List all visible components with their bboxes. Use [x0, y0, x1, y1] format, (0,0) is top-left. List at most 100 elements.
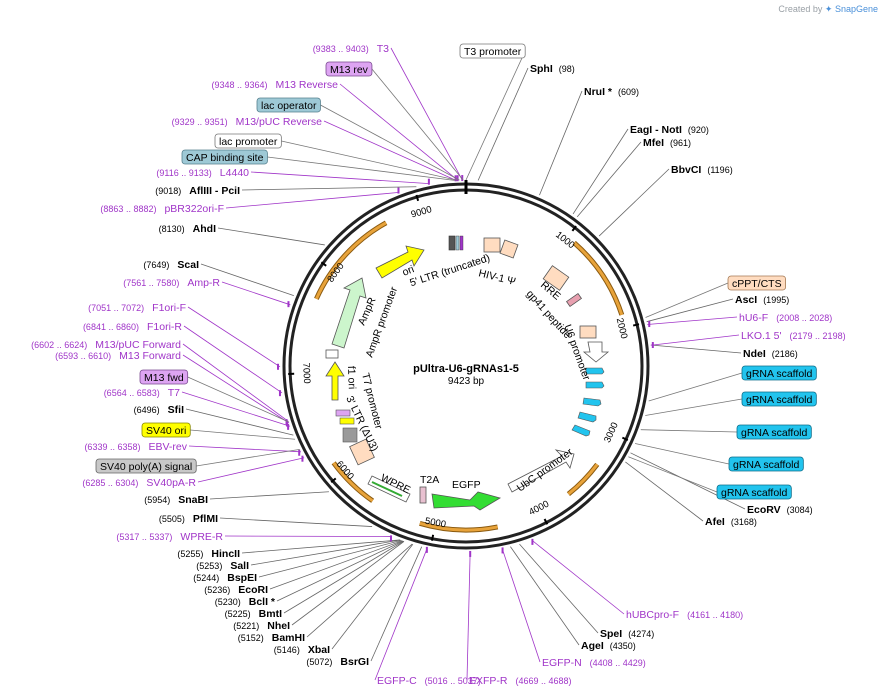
arc-ubc-region[interactable] — [567, 463, 599, 496]
site-label-afliii-pcii[interactable]: AflIII - PciI(9018) — [155, 185, 240, 197]
sv40-polya-box[interactable] — [342, 427, 358, 443]
primer-label-hubcpro-f[interactable]: hUBCpro-F(4161 .. 4180) — [626, 609, 743, 621]
f1-ori-arrow[interactable] — [325, 361, 345, 401]
sv40-ori-box[interactable] — [339, 417, 355, 425]
site-label-ndei[interactable]: NdeI(2186) — [743, 348, 798, 360]
rre-box[interactable] — [542, 265, 570, 291]
feature-box-cppt-cts[interactable]: cPPT/CTS — [727, 275, 786, 291]
site-label-xbai[interactable]: XbaI(5146) — [274, 644, 330, 656]
hiv1-psi-box-1[interactable] — [483, 237, 501, 253]
site-label-ahdi[interactable]: AhdI(8130) — [159, 223, 216, 235]
primer-mark — [469, 550, 472, 557]
grna-scaffold-1-arrow[interactable] — [585, 367, 605, 375]
feature-box-grna-scaffold[interactable]: gRNA scaffold — [741, 365, 817, 381]
site-label-sfii[interactable]: SfiI(6496) — [134, 404, 184, 416]
ampr-promoter-box[interactable] — [325, 349, 339, 359]
cppt-cts-box[interactable] — [579, 325, 597, 339]
arc-wpre-region[interactable] — [332, 461, 374, 503]
feature-box-sv40-ori[interactable]: SV40 ori — [141, 422, 191, 438]
5-ltr-truncated-box[interactable] — [448, 235, 456, 251]
3-ltr-box[interactable] — [349, 438, 375, 466]
ampr-arrow[interactable] — [331, 277, 367, 349]
feature-box-t3-promoter[interactable]: T3 promoter — [459, 43, 526, 59]
arc-cppt-region[interactable] — [573, 241, 624, 316]
feature-box-lac-promoter[interactable]: lac promoter — [214, 133, 282, 149]
site-label-snabi[interactable]: SnaBI(5954) — [144, 494, 208, 506]
site-label-scai[interactable]: ScaI(7649) — [143, 259, 199, 271]
u6-promoter-arrow[interactable] — [582, 341, 610, 363]
feature-box-sv40-poly-a-signal[interactable]: SV40 poly(A) signal — [95, 458, 197, 474]
primer-label-m13-puc-reverse[interactable]: M13/pUC Reverse(9329 .. 9351) — [172, 116, 323, 128]
site-label-asci[interactable]: AscI(1995) — [735, 294, 789, 306]
site-label-bcli[interactable]: BclI *(5230) — [215, 596, 276, 608]
primer-label-exfp-r[interactable]: EXFP-R(4669 .. 4688) — [469, 675, 572, 687]
site-label-nhei[interactable]: NheI(5221) — [233, 620, 290, 632]
site-label-bsrgi[interactable]: BsrGI(5072) — [306, 656, 369, 668]
primer-label-ebv-rev[interactable]: EBV-rev(6339 .. 6358) — [84, 441, 187, 453]
feature-box-cap-binding-site[interactable]: CAP binding site — [181, 149, 268, 165]
primer-label-egfp-c[interactable]: EGFP-C(5016 .. 5037) — [377, 675, 481, 687]
site-label-ecori[interactable]: EcoRI(5236) — [204, 584, 268, 596]
primer-label-m13-forward[interactable]: M13 Forward(6593 .. 6610) — [55, 350, 181, 362]
tick-mark — [330, 477, 337, 484]
site-label-bamhi[interactable]: BamHI(5152) — [238, 632, 305, 644]
primer-label-egfp-n[interactable]: EGFP-N(4408 .. 4429) — [542, 657, 646, 669]
site-label-spei[interactable]: SpeI(4274) — [600, 628, 654, 640]
site-label-mfei[interactable]: MfeI(961) — [643, 137, 691, 149]
grna-scaffold-4-arrow[interactable] — [577, 411, 597, 423]
feature-label-ori: ori — [401, 263, 416, 278]
feature-box-m13-fwd[interactable]: M13 fwd — [139, 369, 189, 385]
t2a-box[interactable] — [419, 486, 427, 504]
site-label-pflmi[interactable]: PflMI(5505) — [159, 513, 218, 525]
site-name: MfeI — [643, 137, 664, 149]
primer-label-m13-puc-forward[interactable]: M13/pUC Forward(6602 .. 6624) — [31, 339, 181, 351]
primer-label-amp-r[interactable]: Amp-R(7561 .. 7580) — [123, 277, 220, 289]
primer-label-t3[interactable]: T3(9383 .. 9403) — [313, 43, 389, 55]
primer-label-pbr322ori-f[interactable]: pBR322ori-F(8863 .. 8882) — [100, 203, 224, 215]
site-label-eagi-noti[interactable]: EagI - NotI(920) — [630, 124, 709, 136]
site-label-bmti[interactable]: BmtI(5225) — [225, 608, 282, 620]
ubc-promoter-arrow[interactable] — [507, 449, 575, 493]
site-leader-line — [519, 543, 599, 634]
primer-label-lko-1-5[interactable]: LKO.1 5'(2179 .. 2198) — [741, 330, 846, 342]
feature-box-grna-scaffold[interactable]: gRNA scaffold — [728, 456, 804, 472]
feature-box-lac-operator[interactable]: lac operator — [256, 97, 321, 113]
ori-arrow[interactable] — [375, 245, 425, 279]
feature-box-grna-scaffold[interactable]: gRNA scaffold — [741, 391, 817, 407]
arc-ori-region[interactable] — [315, 221, 387, 300]
grna-scaffold-2-arrow[interactable] — [585, 381, 605, 389]
hiv1-psi-box-2[interactable] — [499, 239, 519, 259]
primer-label-m13-reverse[interactable]: M13 Reverse(9348 .. 9364) — [212, 79, 339, 91]
site-label-sali[interactable]: SalI(5253) — [196, 560, 249, 572]
primer-label-t7[interactable]: T7(6564 .. 6583) — [104, 387, 180, 399]
grna-scaffold-5-arrow[interactable] — [571, 424, 591, 437]
primer-label-f1ori-f[interactable]: F1ori-F(7051 .. 7072) — [88, 302, 186, 314]
primer-label-hu6-f[interactable]: hU6-F(2008 .. 2028) — [739, 312, 832, 324]
site-label-agei[interactable]: AgeI(4350) — [581, 640, 636, 652]
t7-promoter-box[interactable] — [335, 409, 351, 417]
site-label-sphi[interactable]: SphI(98) — [530, 63, 575, 75]
feature-box-m13-rev[interactable]: M13 rev — [325, 61, 373, 77]
primer-label-sv40pa-r[interactable]: SV40pA-R(6285 .. 6304) — [82, 477, 196, 489]
site-label-hincii[interactable]: HincII(5255) — [177, 548, 240, 560]
gp41-peptide-box[interactable] — [565, 292, 583, 308]
primer-label-wpre-r[interactable]: WPRE-R(5317 .. 5337) — [116, 531, 223, 543]
arc-egfp-region[interactable] — [419, 521, 498, 532]
primer-label-f1ori-r[interactable]: F1ori-R(6841 .. 6860) — [83, 321, 182, 333]
site-label-afei[interactable]: AfeI(3168) — [705, 516, 757, 528]
tick-mark — [632, 323, 640, 327]
egfp-arrow[interactable] — [431, 491, 502, 511]
primer-range: (4161 .. 4180) — [687, 610, 743, 620]
site-label-bbvci[interactable]: BbvCI(1196) — [671, 164, 733, 176]
site-label-ecorv[interactable]: EcoRV(3084) — [747, 504, 813, 516]
primer-label-l4440[interactable]: L4440(9116 .. 9133) — [156, 167, 249, 179]
feature-box-grna-scaffold[interactable]: gRNA scaffold — [736, 424, 812, 440]
site-leader-line — [576, 141, 642, 218]
feature-box-bg — [95, 458, 197, 474]
site-label-nrui[interactable]: NruI *(609) — [584, 86, 639, 98]
primer-mark — [301, 455, 304, 462]
feature-box-grna-scaffold[interactable]: gRNA scaffold — [716, 484, 792, 500]
site-label-bspei[interactable]: BspEI(5244) — [193, 572, 257, 584]
grna-scaffold-3-arrow[interactable] — [582, 397, 602, 407]
primer-mark — [397, 187, 400, 194]
